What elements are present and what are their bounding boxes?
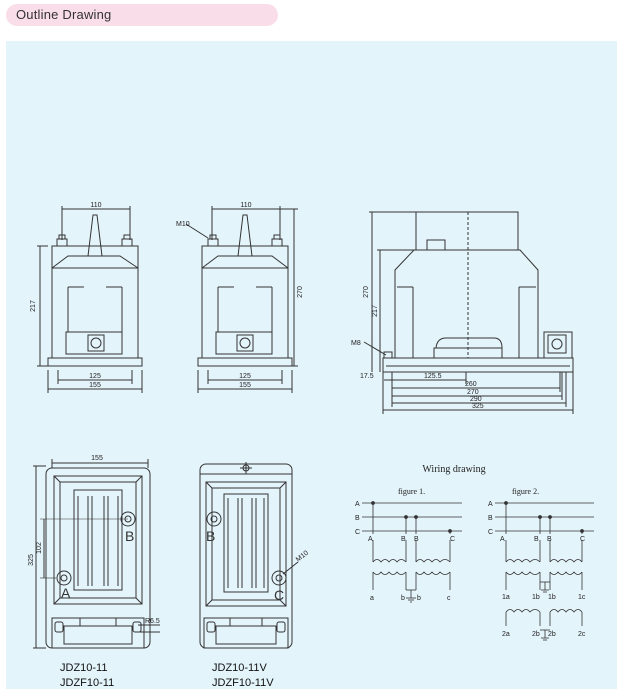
base-model-line-2: JDZF10-11 [60,677,114,689]
wiring-title: Wiring drawing [422,464,485,475]
figure-1-primary-a: A [368,536,373,543]
side-view [363,211,574,414]
figure-1-secondary-b2: b [417,595,421,602]
side-dim-h2: 217 [372,305,379,317]
figure-2-secondary1-c: 1c [578,594,586,601]
figure-2-secondary1-b2: 1b [548,594,556,601]
figure-2-line-c: C [488,529,493,536]
figure-1-primary-b1: B [401,536,406,543]
front-view [37,206,143,393]
figure-2-secondary2-c: 2c [578,631,586,638]
figure-1-secondary-a: a [370,595,374,602]
side-dim-d1: 17.5 [360,373,374,380]
base-v-dim-bolt: M10 [295,550,310,564]
base-v-terminal-c: C [274,587,284,603]
front-dim-outer-width: 155 [89,382,101,389]
side-dim-bolt: M8 [351,340,361,347]
base-dim-width: 155 [91,455,103,462]
front-v-dim-outer-width: 155 [239,382,251,389]
front-view-v [185,206,298,393]
base-view-v [199,462,299,649]
front-v-dim-inner-width: 125 [239,373,251,380]
front-dim-height: 217 [30,300,37,312]
wiring-figure-2 [495,501,594,641]
figure-2-line-b: B [488,515,493,522]
figure-2-secondary2-b1: 2b [532,631,540,638]
figure-2-secondary1-b1: 1b [532,594,540,601]
base-dim-hole: R6.5 [145,618,160,625]
front-dim-inner-width: 125 [89,373,101,380]
figure-2-secondary1-a: 1a [502,594,510,601]
figure-1-caption: figure 1. [398,487,425,496]
base-terminal-a: A [61,585,71,601]
base-view [33,459,160,649]
side-dim-d6: 325 [472,403,484,410]
figure-2-primary-b2: B [547,536,552,543]
side-dim-d4: 270 [467,389,479,396]
figure-2-secondary2-a: 2a [502,631,510,638]
base-v-terminal-b: B [206,528,215,544]
side-dim-d3: 260 [465,381,477,388]
figure-1-primary-c: C [450,536,455,543]
figure-1-line-c: C [355,529,360,536]
figure-1-line-b: B [355,515,360,522]
wiring-figure-1 [362,501,462,603]
figure-1-secondary-b1: b [401,595,405,602]
figure-2-primary-c: C [580,536,585,543]
header-pill [6,4,278,26]
front-dim-top-width: 110 [90,202,101,209]
figure-2-primary-a: A [500,536,505,543]
base-terminal-b: B [125,528,134,544]
front-v-dim-height: 270 [297,286,304,298]
figure-1-line-a: A [355,501,360,508]
front-v-dim-top-width: 110 [240,202,251,209]
side-dim-d2: 125.5 [424,373,442,380]
figure-2-primary-b1: B [534,536,539,543]
figure-2-line-a: A [488,501,493,508]
figure-1-primary-b2: B [414,536,419,543]
front-v-dim-bolt: M10 [176,221,190,228]
base-v-model-line-2: JDZF10-11V [212,677,274,689]
figure-2-caption: figure 2. [512,487,539,496]
side-dim-d5: 290 [470,396,482,403]
base-model-line-1: JDZ10-11 [60,662,107,674]
figure-2-secondary2-b2: 2b [548,631,556,638]
page-title: Outline Drawing [16,7,112,22]
figure-1-secondary-c: c [447,595,451,602]
base-dim-length: 325 [28,554,35,566]
side-dim-h1: 270 [363,286,370,298]
base-dim-spacing: 102 [36,542,43,554]
base-v-model-line-1: JDZ10-11V [212,662,267,674]
